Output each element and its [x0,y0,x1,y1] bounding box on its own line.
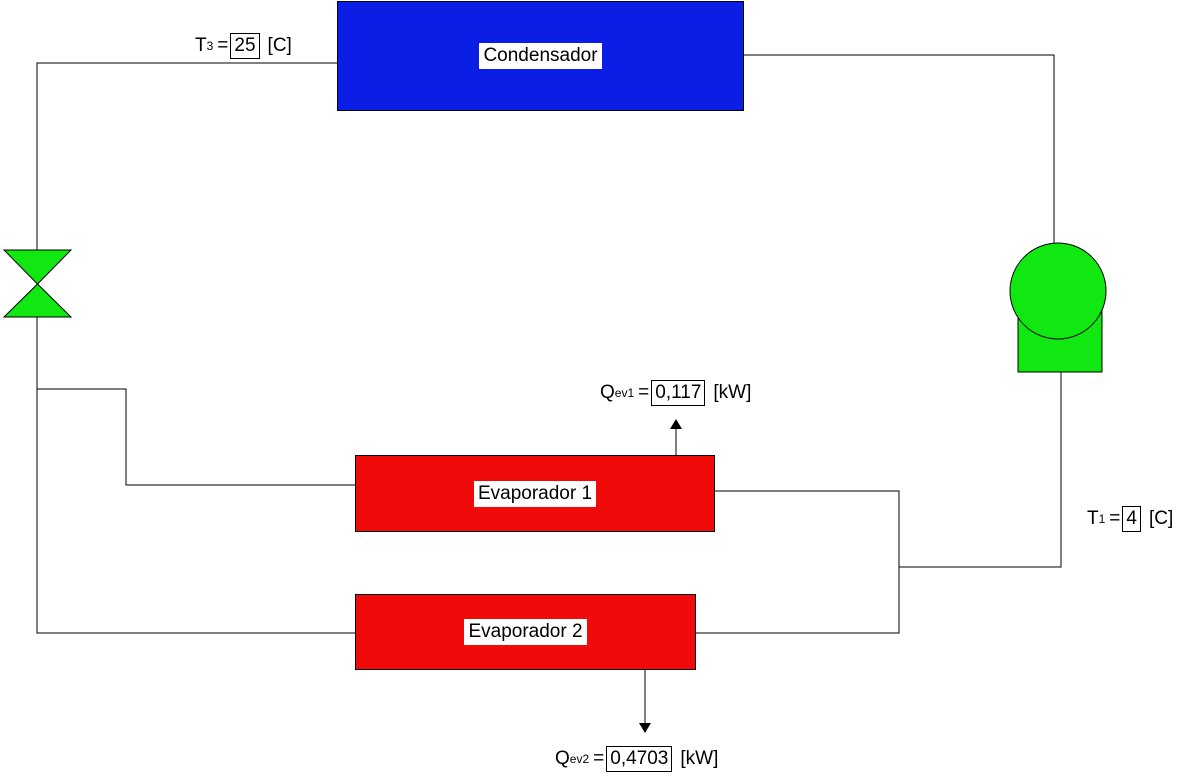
t1-equals: = [1109,508,1121,529]
t1-subscript: 1 [1098,512,1106,526]
pipe-evaporator-2-outlet [696,567,900,634]
expansion-valve-icon [2,249,73,318]
evaporator-1-label: Evaporador 1 [473,480,597,507]
compressor-icon [1009,242,1107,373]
condenser-label: Condensador [479,43,602,69]
pipe-valve-to-evaporator-2 [36,317,355,634]
qev1-symbol: Q [600,382,615,403]
pipe-valve-to-evaporator-1 [37,388,355,486]
qev2-symbol: Q [555,748,570,769]
t3-unit: [C] [267,35,292,56]
t3-value-field[interactable]: 25 [230,33,260,59]
t3-subscript: 3 [206,39,214,53]
qev2-value-field[interactable]: 0,4703 [606,746,673,772]
t1-unit: [C] [1148,508,1174,529]
pipe-evaporator-1-outlet [715,490,900,567]
qev1-value-field[interactable]: 0,117 [651,380,706,406]
t3-equals: = [217,35,229,56]
pipe-condenser-to-valve [36,62,337,250]
valve-lower-triangle [2,283,73,318]
qev2-equals: = [593,748,605,769]
qev1-unit: [kW] [713,382,752,403]
pipe-to-compressor-inlet [899,372,1062,568]
condenser-block: Condensador [337,1,744,111]
qev1-equals: = [638,382,650,403]
qev2-subscript: ev2 [569,752,590,766]
qev2-unit: [kW] [680,748,719,769]
t3-symbol: T [195,35,207,56]
evaporator-2-block: Evaporador 2 [355,594,696,670]
compressor-dome [1009,242,1107,340]
t1-symbol: T [1087,508,1099,529]
evaporator-2-label: Evaporador 2 [464,619,587,645]
qev1-subscript: ev1 [614,386,635,400]
valve-upper-triangle [2,249,73,285]
evaporator-1-block: Evaporador 1 [355,455,715,532]
t1-value-field[interactable]: 4 [1122,506,1141,532]
pipe-condenser-to-compressor [743,54,1055,248]
